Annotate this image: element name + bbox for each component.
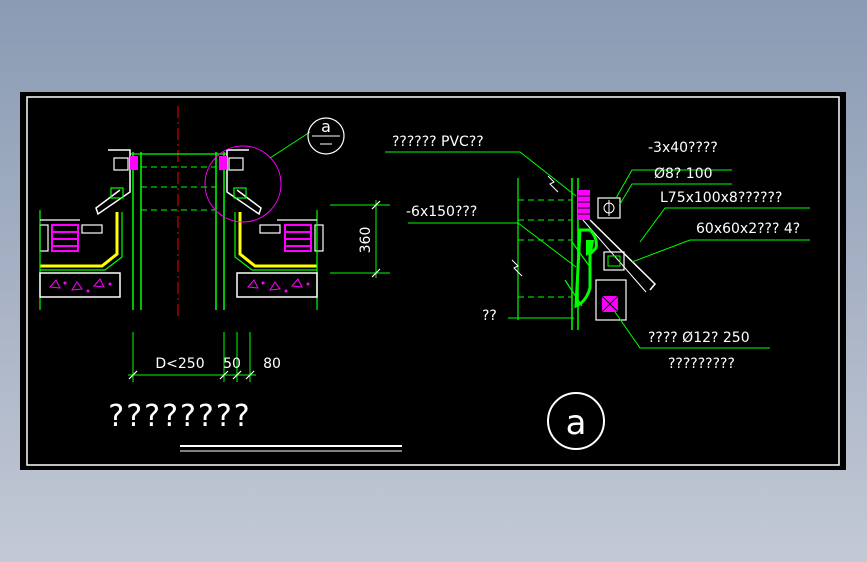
label-rebar: ???? Ø12? 250 bbox=[648, 330, 750, 346]
insulation-right bbox=[284, 224, 312, 252]
slab-left bbox=[39, 272, 121, 298]
slab-right bbox=[236, 272, 318, 298]
drawing-frame bbox=[26, 96, 840, 466]
label-rebar2: ????????? bbox=[668, 356, 735, 372]
left-detail: a 360 D<250 50 80 ???????? bbox=[39, 106, 402, 452]
flashing-right bbox=[238, 212, 317, 268]
label-angle: L75x100x8?????? bbox=[660, 190, 782, 206]
dim-w1-text: 50 bbox=[223, 356, 241, 372]
right-detail: ?????? PVC?? -3x40???? Ø8? 100 L75x100x8… bbox=[385, 134, 810, 450]
label-pvc: ?????? PVC?? bbox=[392, 134, 484, 150]
label-bolt: Ø8? 100 bbox=[654, 166, 713, 182]
section-label: a bbox=[566, 403, 587, 443]
detail-circle bbox=[204, 145, 282, 223]
cad-viewport[interactable]: a 360 D<250 50 80 ???????? bbox=[20, 92, 846, 470]
dim-d-text: D<250 bbox=[155, 356, 204, 372]
bolt-right bbox=[219, 156, 227, 170]
callout-bubble bbox=[307, 117, 345, 155]
insulation-left bbox=[51, 224, 79, 252]
dim-w2-text: 80 bbox=[263, 356, 281, 372]
label-bottom-left: ?? bbox=[482, 308, 497, 324]
collar-right bbox=[226, 149, 262, 216]
bolt-left bbox=[130, 156, 138, 170]
collar-left bbox=[95, 149, 131, 216]
bottom-block bbox=[595, 279, 627, 321]
dim-vertical-text: 360 bbox=[358, 227, 374, 254]
label-plate-top: -3x40???? bbox=[648, 140, 718, 156]
section-symbol bbox=[547, 392, 605, 450]
cad-drawing: a 360 D<250 50 80 ???????? bbox=[26, 96, 840, 466]
label-tube: 60x60x2??? 4? bbox=[696, 221, 800, 237]
top-plate bbox=[578, 190, 590, 220]
angle-flashing bbox=[589, 219, 657, 291]
flashing-left bbox=[40, 212, 119, 268]
bolt-symbol bbox=[597, 197, 621, 219]
drawing-title: ???????? bbox=[108, 399, 251, 434]
callout-label: a bbox=[321, 117, 331, 136]
label-plate-side: -6x150??? bbox=[406, 204, 477, 220]
square-tube bbox=[603, 251, 625, 271]
